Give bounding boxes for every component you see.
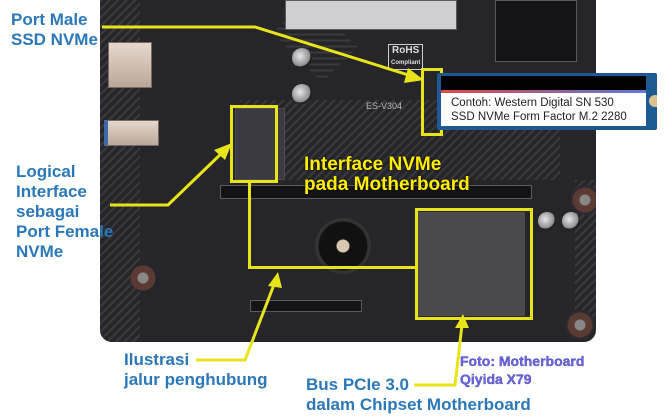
capacitor xyxy=(538,212,556,230)
label-bus-pcie: Bus PCIe 3.0 dalam Chipset Motherboard xyxy=(306,375,531,414)
pcie-x16-slot xyxy=(220,185,532,199)
mount-hole xyxy=(565,310,595,340)
cmos-battery xyxy=(315,218,371,274)
label-interface-nvme: Interface NVMe pada Motherboard xyxy=(304,154,470,195)
chipset-heatsink xyxy=(418,212,525,316)
ssd-label: Contoh: Western Digital SN 530 SSD NVMe … xyxy=(441,93,646,126)
capacitor xyxy=(292,48,312,68)
capacitor xyxy=(292,84,312,104)
ssd-label-line2: SSD NVMe Form Factor M.2 2280 xyxy=(451,111,627,123)
connection-path-illustration xyxy=(248,183,418,269)
mount-hole xyxy=(130,265,156,291)
ssd-label-line1: Contoh: Western Digital SN 530 xyxy=(451,97,614,109)
ethernet-port xyxy=(108,42,152,88)
photo-credit: Foto: Motherboard Qiyida X79 xyxy=(460,353,585,387)
ssd-screw-notch xyxy=(649,95,657,107)
label-ilustrasi: Ilustrasi jalur penghubung xyxy=(124,350,268,389)
pcb-hatch xyxy=(575,180,596,320)
cpu-socket-bracket xyxy=(285,0,457,30)
audio-port xyxy=(104,120,159,146)
chipset-highlight xyxy=(415,208,533,320)
label-port-male: Port Male SSD NVMe xyxy=(11,10,98,49)
board-model: ES-V304 xyxy=(366,101,403,111)
label-logical-interface: Logical Interface sebagai Port Female NV… xyxy=(16,162,114,261)
ssd-top-band xyxy=(441,76,646,90)
ssd-stripe xyxy=(441,90,646,93)
mount-hole xyxy=(570,185,596,215)
capacitor xyxy=(562,212,580,230)
pcie-x1-slot xyxy=(250,300,362,312)
ram-slots xyxy=(495,0,577,62)
ssd-nvme-card: Contoh: Western Digital SN 530 SSD NVMe … xyxy=(437,73,657,130)
